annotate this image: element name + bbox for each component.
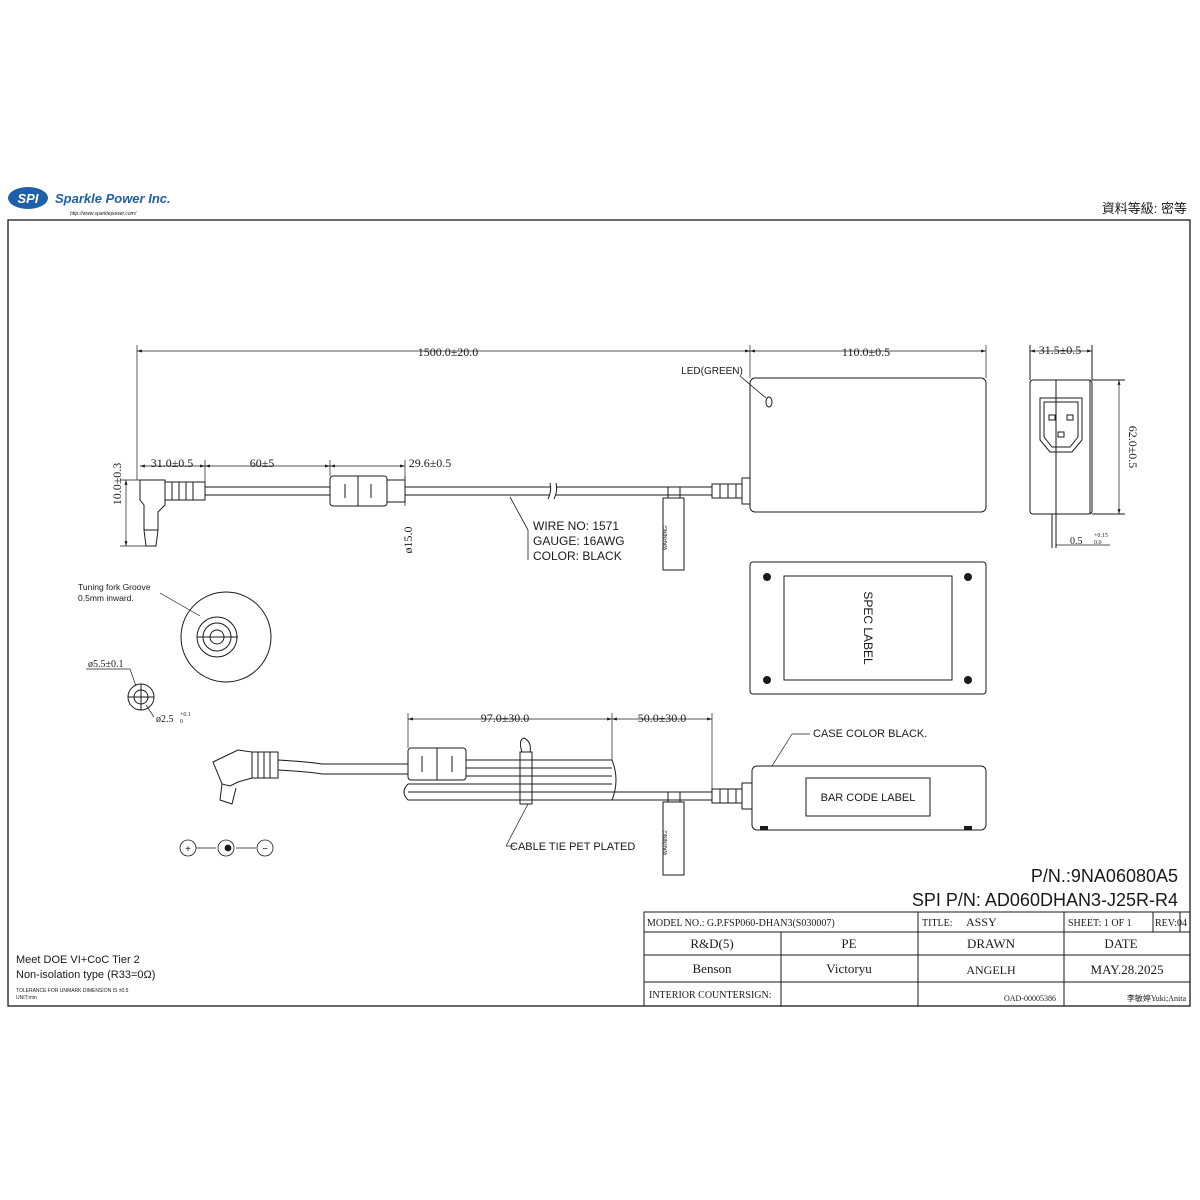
spi-logo-icon — [8, 187, 48, 209]
pe-value: Victoryu — [826, 961, 872, 976]
core-length-dim: 29.6±0.5 — [409, 456, 452, 470]
bundle-length-dim: 97.0±30.0 — [481, 711, 530, 725]
drawing-border — [7, 219, 1191, 1007]
part-number: P/N.:9NA06080A5 — [1031, 866, 1178, 886]
plug-to-core-dim: 60±5 — [250, 456, 275, 470]
polarity-minus: − — [262, 844, 268, 855]
adapter-case-top — [749, 377, 987, 513]
cable-tie-note: CABLE TIE PET PLATED — [510, 841, 635, 853]
cable-length-dim: 1500.0±20.0 — [418, 345, 479, 359]
core-diameter-dim: ø15.0 — [401, 527, 415, 554]
wire-number: WIRE NO: 1571 — [533, 519, 619, 533]
plug-face-detail — [86, 591, 272, 718]
ac-inlet-icon — [1039, 397, 1083, 453]
inner-diameter-tol-plus: +0.1 — [180, 712, 191, 718]
case-thickness-dim: 31.5±0.5 — [1039, 343, 1082, 357]
bundled-view — [212, 737, 987, 876]
bar-code-label-text: BAR CODE LABEL — [821, 792, 916, 804]
title-label: TITLE: — [922, 918, 953, 929]
plug-height-dim: 10.0±0.3 — [110, 463, 124, 506]
date-label: DATE — [1104, 936, 1137, 951]
unit-note: UNIT:mm — [16, 995, 37, 1001]
inlet-offset-tol-minus: 0.0 — [1094, 540, 1102, 546]
sheet-number: SHEET: 1 OF 1 — [1068, 918, 1132, 929]
warning-tag-top — [662, 497, 685, 571]
case-color-note: CASE COLOR BLACK. — [813, 728, 927, 740]
date-value: MAY.28.2025 — [1091, 962, 1164, 977]
title-block — [643, 911, 1191, 1007]
company-name: Sparkle Power Inc. — [55, 191, 171, 206]
logo-letters: SPI — [18, 191, 39, 206]
dc-plug-top — [139, 479, 166, 531]
adapter-case-bottom — [749, 561, 987, 695]
wire-color: COLOR: BLACK — [533, 549, 622, 563]
bottom-view — [749, 561, 987, 695]
rd-label: R&D(5) — [690, 936, 733, 951]
drawn-label: DRAWN — [967, 936, 1016, 951]
side-view — [1029, 345, 1125, 548]
tuning-fork-note-1: Tuning fork Groove — [78, 582, 151, 592]
doe-note: Meet DOE VI+CoC Tier 2 — [16, 954, 140, 966]
adapter-case-side-view — [751, 765, 987, 831]
inlet-offset-dim: 0.5 — [1070, 536, 1083, 547]
wire-gauge: GAUGE: 16AWG — [533, 534, 625, 548]
led-label: LED(GREEN) — [681, 366, 743, 377]
inner-diameter-dim: ø2.5 — [156, 714, 174, 725]
isolation-note: Non-isolation type (R33=0Ω) — [16, 969, 155, 981]
oad-number: OAD-00005386 — [1004, 994, 1056, 1003]
tie-to-case-dim: 50.0±30.0 — [638, 711, 687, 725]
dc-plug-side — [212, 749, 253, 787]
polarity-plus: + — [185, 844, 191, 855]
tuning-fork-note-2: 0.5mm inward. — [78, 593, 134, 603]
pe-label: PE — [841, 936, 856, 951]
top-dimensions — [120, 345, 987, 547]
inner-diameter-tol-minus: 0 — [180, 719, 183, 725]
polarity-symbol — [179, 839, 274, 857]
spec-label-text: SPEC LABEL — [861, 591, 875, 665]
signers: 李敏婷Yuki;Anita — [1127, 993, 1187, 1003]
inlet-offset-tol-plus: +0.15 — [1094, 533, 1108, 539]
company-header: SPI Sparkle Power Inc. http://www.sparkl… — [8, 187, 1187, 217]
revision: REV:04 — [1155, 918, 1187, 929]
case-height-dim: 62.0±0.5 — [1126, 426, 1140, 469]
plug-length-dim: 31.0±0.5 — [151, 456, 194, 470]
cable-tie — [519, 751, 533, 805]
drawn-value: ANGELH — [966, 963, 1016, 977]
company-url: http://www.sparklepower.com/ — [70, 211, 137, 217]
adapter-case-side — [1029, 379, 1093, 515]
spec-label-area — [783, 575, 953, 681]
title-value: ASSY — [966, 915, 997, 929]
top-view — [139, 377, 987, 571]
bar-code-label-area — [805, 777, 931, 817]
outer-diameter-dim: ø5.5±0.1 — [88, 659, 124, 670]
interior-countersign: INTERIOR COUNTERSIGN: — [649, 990, 772, 1001]
rd-value: Benson — [693, 961, 733, 976]
model-number: MODEL NO.: G.P.FSP060-DHAN3(S030007) — [647, 918, 835, 929]
led-indicator-icon — [765, 396, 773, 408]
tolerance-note: TOLERANCE FOR UNMARK DIMENSION IS ±0.5 — [16, 988, 129, 994]
warning-tag-bottom — [662, 801, 685, 876]
warning-tag-text-2: WARNING: — [663, 830, 669, 855]
classification-level: 資料等級: 密等 — [1102, 201, 1187, 216]
spi-part-number: SPI P/N: AD060DHAN3-J25R-R4 — [912, 890, 1178, 910]
bundle-dimensions — [407, 713, 810, 847]
case-length-dim: 110.0±0.5 — [842, 345, 890, 359]
warning-tag-text: WARNING: — [663, 525, 669, 550]
